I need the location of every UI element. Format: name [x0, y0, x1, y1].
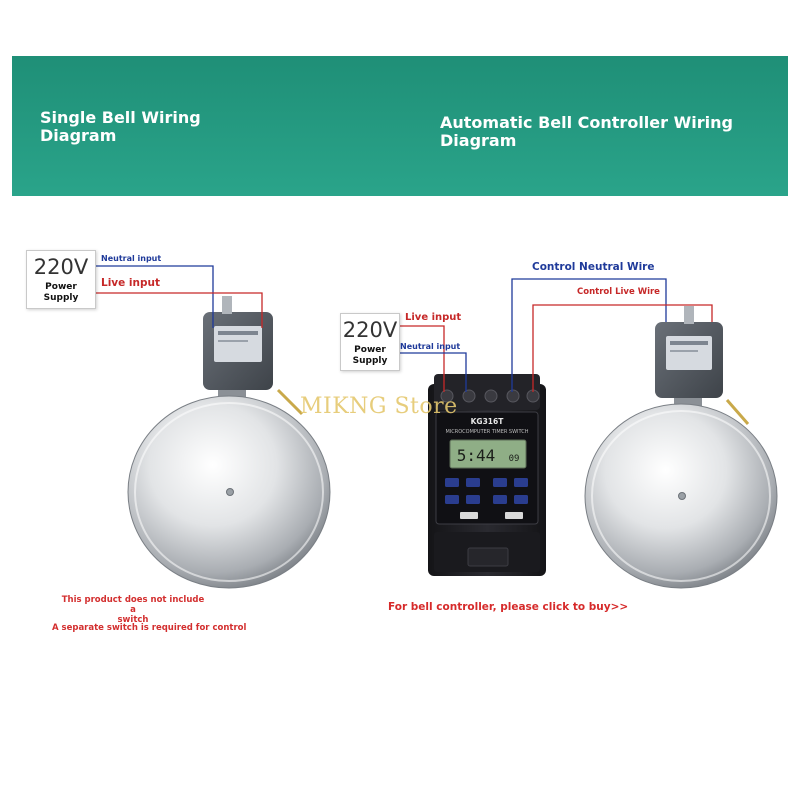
right-power-supply: 220V Power Supply	[340, 313, 400, 371]
left-power-label: Power Supply	[43, 282, 79, 303]
left-bell-striker	[276, 388, 304, 416]
timer-rail-clip	[467, 547, 509, 567]
timer-button-5	[445, 495, 459, 504]
left-power-voltage: 220V	[33, 255, 89, 279]
timer-terminal-2	[462, 389, 476, 403]
timer-lcd-display	[449, 439, 527, 469]
timer-terminal-1	[440, 389, 454, 403]
timer-terminal-4	[506, 389, 520, 403]
timer-button-2	[466, 478, 480, 487]
right-bell-terminal	[684, 306, 694, 324]
timer-subtitle-label: MICROCOMPUTER TIMER SWITCH	[445, 429, 528, 435]
right-neutral-input-wire	[398, 352, 467, 392]
timer-button-3	[493, 478, 507, 487]
left-diagram-title: Single Bell Wiring Diagram	[40, 108, 201, 145]
header-banner: Single Bell Wiring Diagram Automatic Bel…	[12, 56, 788, 196]
timer-model-label: KG316T	[471, 417, 505, 426]
left-bell-center-screw	[226, 488, 234, 496]
timer-terminal-3	[484, 389, 498, 403]
buy-controller-link[interactable]: For bell controller, please click to buy…	[388, 601, 629, 613]
right-neutral-label: Neutral input	[400, 342, 461, 351]
timer-switch: KG316T MICROCOMPUTER TIMER SWITCH 5:44 0…	[428, 374, 546, 576]
right-live-label: Live input	[405, 312, 462, 323]
right-diagram-title: Automatic Bell Controller Wiring Diagram	[440, 113, 733, 150]
left-live-wire	[94, 292, 263, 328]
left-note: This product does not include a switch	[61, 595, 205, 625]
timer-button-6	[466, 495, 480, 504]
right-bell	[584, 306, 778, 589]
left-bell-terminal	[222, 296, 232, 314]
right-power-label: Power Supply	[352, 345, 388, 366]
right-bell-striker	[725, 399, 750, 425]
right-live-input-wire	[398, 325, 445, 392]
timer-button-8	[514, 495, 528, 504]
left-bell	[127, 296, 331, 589]
control-neutral-wire	[511, 278, 667, 392]
control-neutral-label: Control Neutral Wire	[532, 261, 655, 273]
right-power-voltage: 220V	[342, 318, 398, 342]
left-live-label: Live input	[101, 277, 160, 289]
left-neutral-label: Neutral input	[101, 254, 162, 263]
store-watermark: MIKNG Store	[300, 394, 458, 419]
timer-lcd-time: 5:44	[457, 446, 496, 465]
control-live-label: Control Live Wire	[577, 287, 660, 297]
timer-lcd-seconds: 09	[509, 454, 520, 464]
left-bell-rim	[134, 402, 324, 582]
timer-button-1	[445, 478, 459, 487]
right-bell-center-screw	[678, 492, 686, 500]
banner-background	[12, 56, 788, 196]
timer-switch-right	[505, 512, 523, 519]
left-note-switch-required: A separate switch is required for contro…	[52, 623, 247, 633]
control-live-wire	[532, 304, 713, 392]
left-power-supply: 220V Power Supply	[26, 250, 96, 309]
timer-button-4	[514, 478, 528, 487]
timer-switch-left	[460, 512, 478, 519]
right-bell-rim	[591, 410, 771, 582]
timer-button-7	[493, 495, 507, 504]
left-neutral-wire	[94, 265, 214, 328]
